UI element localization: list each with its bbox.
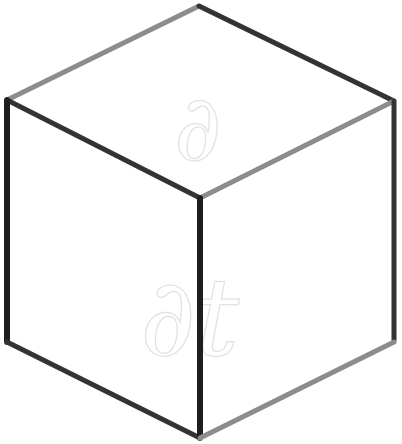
edge-top-left-front bbox=[4, 97, 203, 201]
edge-left-bottom bbox=[4, 339, 203, 441]
right-face bbox=[197, 98, 397, 441]
edge-top-right-back bbox=[196, 3, 397, 104]
edge-right-bottom bbox=[197, 339, 397, 441]
edge-top-left-back bbox=[4, 3, 202, 103]
partial-derivative-watermark: ∂ ∂t bbox=[139, 74, 240, 381]
watermark-denominator: ∂t bbox=[140, 256, 240, 381]
top-face bbox=[4, 3, 397, 201]
watermark-numerator: ∂ bbox=[174, 75, 222, 182]
edge-top-right-front bbox=[197, 98, 397, 201]
left-face bbox=[4, 97, 203, 441]
